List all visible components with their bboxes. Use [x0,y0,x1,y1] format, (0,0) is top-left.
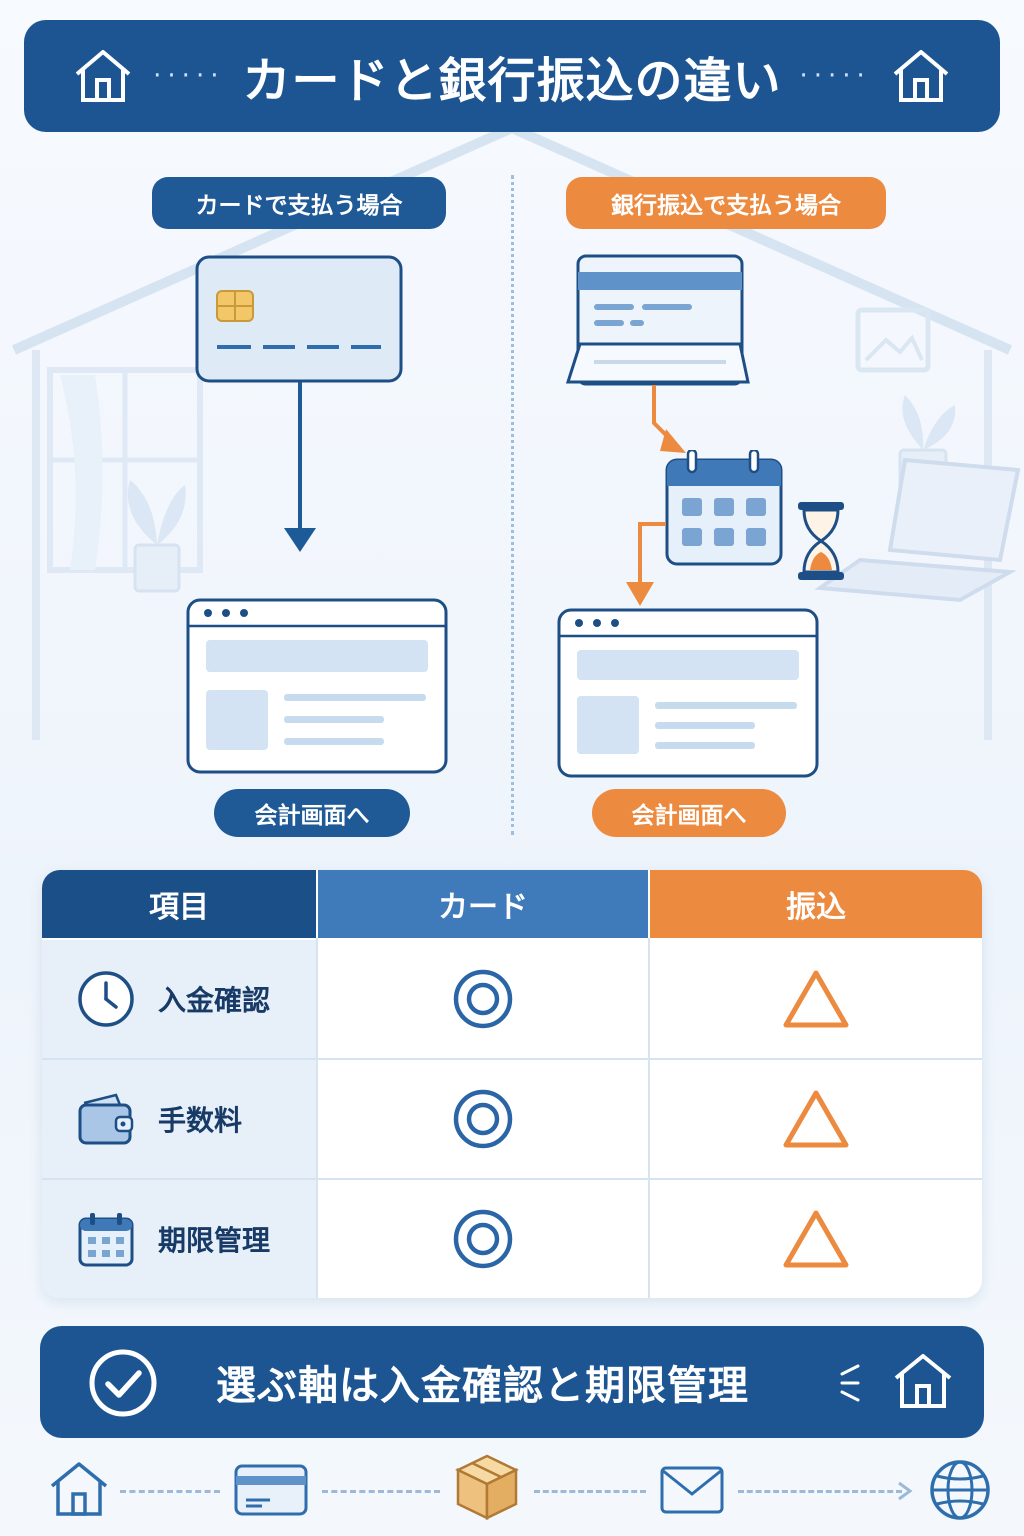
box-icon [455,1454,519,1520]
header-transfer: 振込 [650,870,982,938]
triangle-icon [783,1210,849,1268]
wallet-icon [78,1093,134,1145]
transfer-rating-cell [650,1180,982,1298]
table-row-label: 入金確認 [42,940,316,1058]
transfer-rating-cell [650,1060,982,1178]
header-card: カード [318,870,648,938]
double-circle-icon [453,1089,513,1149]
row-item-name: 手数料 [158,1104,243,1137]
bank-transfer-heading: 銀行振込で支払う場合 [566,177,886,229]
transfer-checkout-button[interactable]: 会計画面へ [592,789,786,837]
row-item-name: 入金確認 [158,984,271,1017]
globe-icon [930,1460,990,1520]
title-banner: ····· カードと銀行振込の違い ····· [24,20,1000,132]
down-arrow-icon [284,382,316,552]
card-checkout-button[interactable]: 会計画面へ [214,789,410,837]
card-rating-cell [318,940,648,1058]
table-row-label: 期限管理 [42,1180,316,1298]
card-icon [234,1464,308,1516]
calendar-icon [665,450,783,566]
column-divider [648,938,650,1298]
house-icon [894,1354,952,1408]
summary-banner: 選ぶ軸は入金確認と期限管理 [40,1326,984,1438]
chevron-left-icon [840,1364,860,1402]
orange-arrow-icon [652,385,686,453]
transfer-rating-cell [650,940,982,1058]
header-item: 項目 [42,870,316,938]
header-dots-right: ····· [799,61,871,91]
card-rating-cell [318,1180,648,1298]
double-circle-icon [453,1209,513,1269]
house-icon [75,50,131,102]
panel-divider [511,175,514,835]
bank-statement-icon [566,254,750,386]
calendar-icon [78,1213,134,1267]
card-payment-heading: カードで支払う場合 [152,177,446,229]
clock-icon [78,971,134,1027]
house-icon [50,1462,108,1516]
flow-connector [738,1490,902,1493]
card-rating-cell [318,1060,648,1178]
table-row-label: 手数料 [42,1060,316,1178]
comparison-table: 項目 カード 振込 入金確認 手数料 [42,870,982,1298]
header-dots-left: ····· [153,61,225,91]
flow-connector [120,1490,220,1493]
arrow-right-icon [898,1481,913,1501]
check-circle-icon [89,1349,157,1417]
triangle-icon [783,970,849,1028]
row-item-name: 期限管理 [158,1224,271,1257]
checkout-window-icon [557,608,819,778]
page-title: カードと銀行振込の違い [242,53,782,109]
flow-connector [534,1490,646,1493]
double-circle-icon [453,969,513,1029]
flow-connector [322,1490,440,1493]
hourglass-icon [798,502,844,580]
house-icon [893,50,949,102]
column-divider [316,938,318,1298]
mail-icon [660,1466,724,1514]
row-divider [42,1178,982,1180]
credit-card-icon [195,255,403,383]
row-divider [42,1058,982,1060]
summary-message: 選ぶ軸は入金確認と期限管理 [216,1363,749,1409]
orange-arrow-icon [626,522,666,606]
triangle-icon [783,1090,849,1148]
checkout-window-icon [186,598,448,774]
